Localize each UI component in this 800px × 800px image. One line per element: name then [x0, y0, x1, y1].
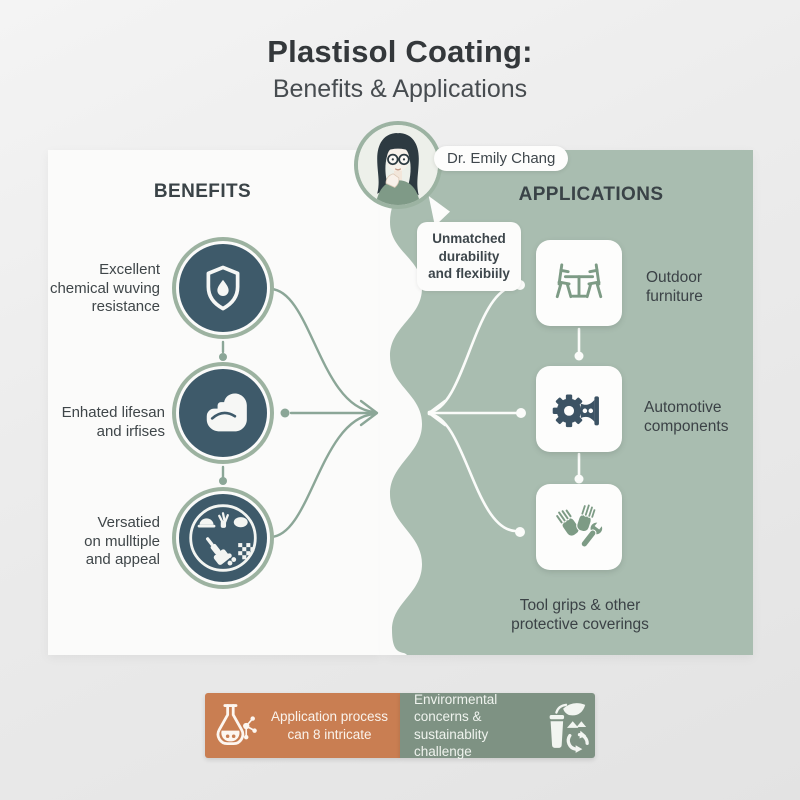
shield-droplet-icon [206, 265, 240, 311]
outdoor-furniture-icon [555, 263, 603, 299]
page-title: Plastisol Coating: [267, 34, 533, 69]
expert-avatar-illustration [358, 125, 438, 205]
benefit-label-versatile: Versatied on mulltiple and appeal [84, 514, 160, 569]
benefit-icon-badge [176, 241, 270, 335]
drawback-card-process: Application process can 8 intricate [205, 693, 400, 758]
factory-leaf-recycle-icon-wrap [537, 699, 595, 753]
benefit-icon-badge [176, 366, 270, 460]
application-label-automotive: Automotive components [644, 399, 729, 436]
benefit-icon-badge [176, 491, 270, 585]
factory-leaf-recycle-icon [549, 702, 589, 753]
title-block: Plastisol Coating: Benefits & Applicatio… [0, 34, 800, 104]
application-icon-card [536, 240, 622, 326]
expert-avatar [354, 121, 442, 209]
flask-molecule-icon [216, 703, 257, 745]
gear-piston-icon [552, 394, 599, 428]
application-label-outdoor-furniture: Outdoor furniture [646, 269, 703, 306]
page-subtitle: Benefits & Applications [272, 75, 528, 103]
application-label-tool-grips: Tool grips & other protective coverings [511, 597, 649, 634]
versatile-tools-icon [189, 504, 257, 572]
application-icon-card [536, 366, 622, 452]
speech-bubble: Unmatched durability and flexibiily [417, 222, 521, 291]
expert-name-badge: Dr. Emily Chang [434, 146, 569, 171]
benefit-label-chemical-resistance: Excellent chemical wuving resistance [49, 261, 160, 316]
drawback-label-process: Application process can 8 intricate [270, 709, 389, 742]
flex-arm-icon [206, 393, 247, 432]
drawback-card-environment: Envirormental concerns & sustainablity c… [400, 691, 595, 759]
applications-header: APPLICATIONS [518, 184, 664, 205]
flask-molecule-icon-wrap [205, 700, 267, 752]
drawback-label-environment: Envirormental concerns & sustainablity c… [414, 691, 498, 759]
benefits-header: BENEFITS [153, 181, 252, 202]
wavy-divider [380, 150, 422, 655]
application-icon-card [536, 484, 622, 570]
gloves-wrench-icon [555, 503, 604, 548]
benefit-label-lifespan: Enhated lifesan and irfises [61, 404, 165, 440]
